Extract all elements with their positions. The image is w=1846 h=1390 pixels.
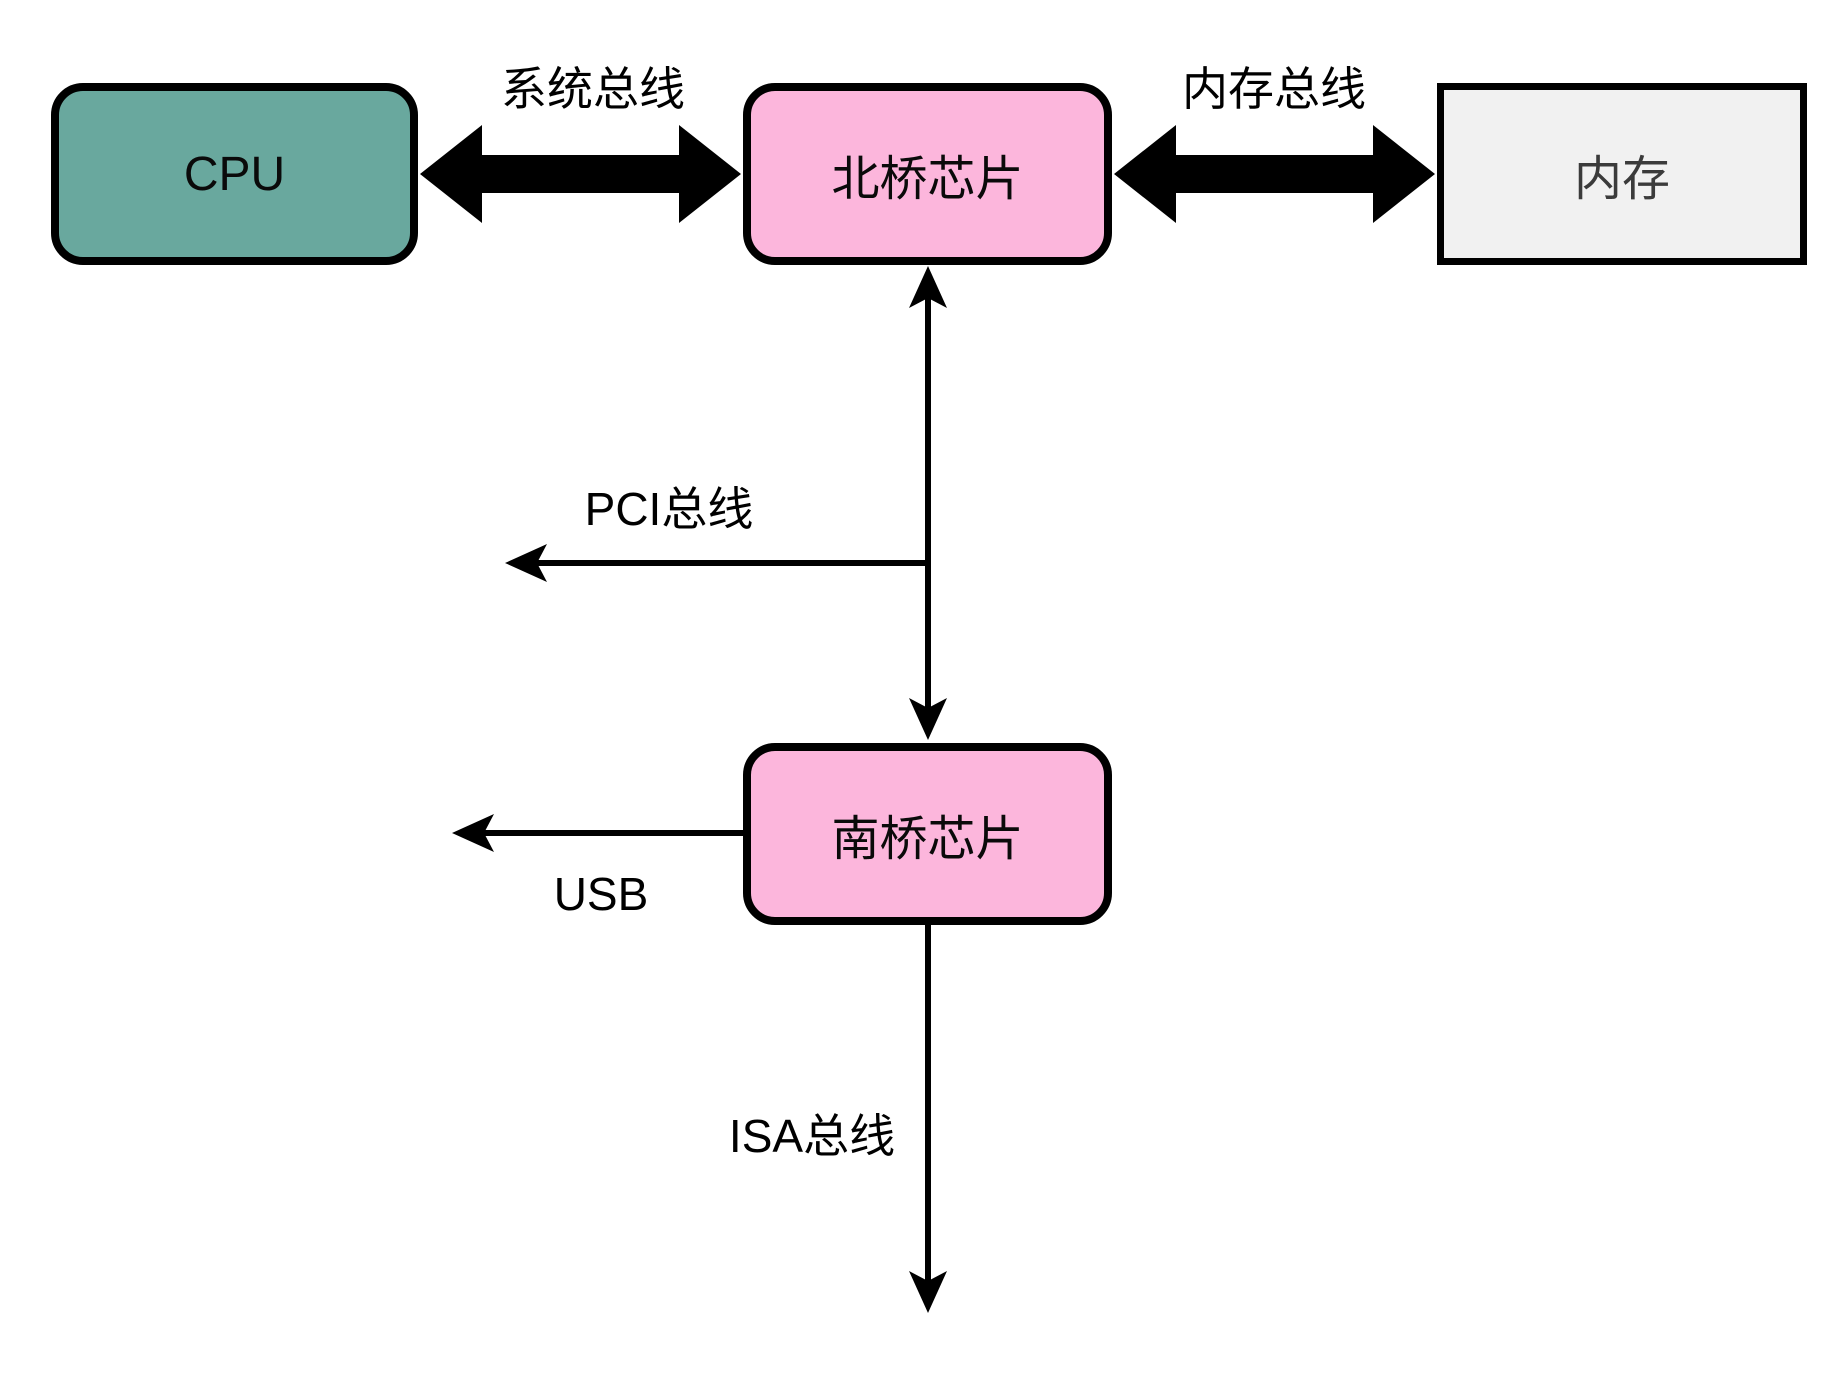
bridge-link-up-arrowhead bbox=[909, 266, 947, 308]
memory-bus-double-arrow bbox=[1114, 125, 1435, 223]
system-bus-label: 系统总线 bbox=[501, 63, 685, 115]
cpu-node: CPU bbox=[51, 83, 418, 265]
pci-bus-label: PCI总线 bbox=[584, 483, 754, 535]
northbridge-node: 北桥芯片 bbox=[743, 83, 1112, 265]
isa-bus-label: ISA总线 bbox=[728, 1110, 896, 1162]
isa-bus-arrowhead bbox=[909, 1271, 947, 1313]
memory-bus-label: 内存总线 bbox=[1182, 63, 1366, 115]
bridge-link-down-arrowhead bbox=[909, 698, 947, 740]
memory-label: 内存 bbox=[1573, 153, 1670, 206]
cpu-label: CPU bbox=[183, 147, 286, 201]
system-bus-double-arrow bbox=[420, 125, 741, 223]
usb-arrowhead bbox=[452, 814, 494, 852]
pci-bus-arrowhead bbox=[505, 544, 547, 582]
southbridge-label: 南桥芯片 bbox=[831, 813, 1024, 866]
memory-node: 内存 bbox=[1437, 83, 1807, 265]
usb-label: USB bbox=[553, 868, 649, 920]
southbridge-node: 南桥芯片 bbox=[743, 743, 1112, 925]
northbridge-label: 北桥芯片 bbox=[831, 153, 1024, 206]
